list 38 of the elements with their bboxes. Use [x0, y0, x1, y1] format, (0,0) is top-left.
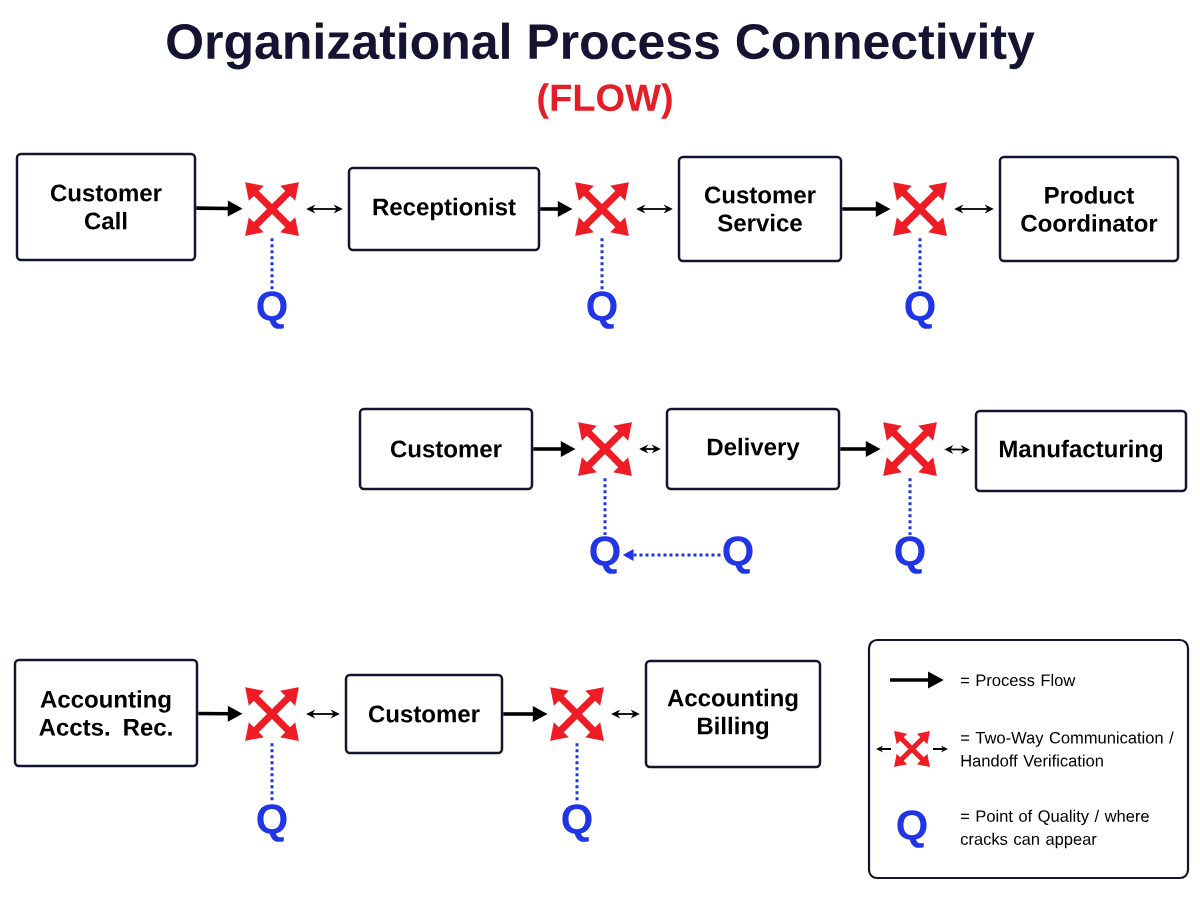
two-way-icon	[245, 182, 299, 236]
quality-link	[908, 478, 912, 535]
quality-sample: Q	[897, 810, 927, 848]
quality-link	[575, 743, 579, 803]
process-box: Accounting Billing	[644, 659, 822, 769]
legend-text: = Process Flow	[961, 673, 1076, 687]
two-way-icon	[550, 687, 604, 741]
quality-point: Q	[895, 536, 925, 574]
quality-link	[600, 238, 604, 290]
legend-text: = Two-Way Communication / Handoff Verification	[961, 731, 1174, 767]
quality-link	[270, 238, 274, 290]
quality-link	[918, 238, 922, 290]
process-box: Customer Service	[677, 155, 843, 263]
quality-point: Q	[723, 536, 753, 574]
process-box: Manufacturing	[974, 409, 1188, 493]
two-way-icon	[893, 182, 947, 236]
process-box: Customer	[358, 407, 534, 491]
quality-point: Q	[562, 804, 592, 842]
process-box: Customer	[344, 673, 504, 755]
quality-point: Q	[257, 804, 287, 842]
quality-point: Q	[905, 291, 935, 329]
process-box: Accounting Accts. Rec.	[13, 658, 199, 768]
process-box: Delivery	[665, 407, 841, 491]
quality-point: Q	[590, 536, 620, 574]
quality-point: Q	[587, 291, 617, 329]
quality-link	[603, 478, 607, 535]
subtitle: (FLOW)	[538, 83, 672, 119]
two-way-icon	[578, 422, 632, 476]
two-way-icon	[575, 182, 629, 236]
title: Organizational Process Connectivity	[167, 22, 1035, 70]
process-box: Receptionist	[347, 166, 541, 252]
two-way-icon	[883, 422, 937, 476]
process-box: Customer Call	[15, 152, 197, 262]
two-way-icon	[245, 687, 299, 741]
process-box: Product Coordinator	[998, 155, 1180, 263]
quality-point: Q	[257, 291, 287, 329]
legend-text: = Point of Quality / where cracks can appear	[960, 809, 1149, 849]
quality-link	[270, 743, 274, 803]
